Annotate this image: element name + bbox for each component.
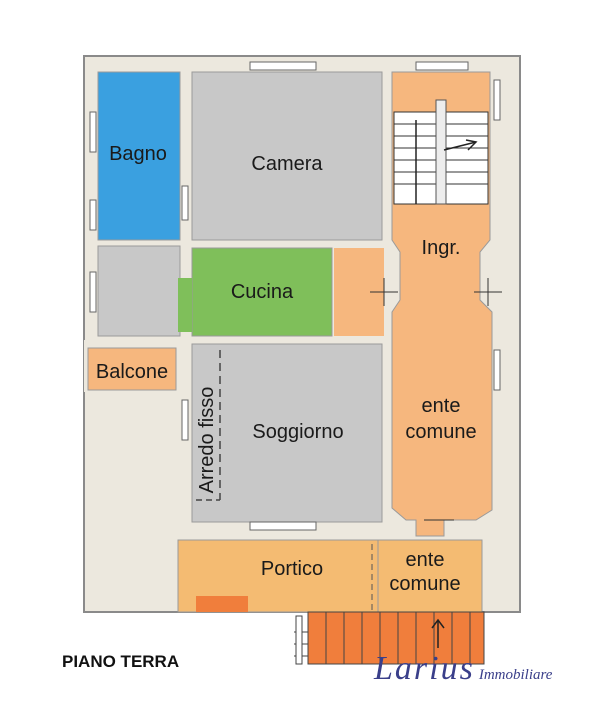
windows (89, 61, 501, 531)
label-ente-comune-2b: comune (389, 573, 460, 595)
label-arredo-fisso: Arredo fisso (196, 387, 218, 494)
label-ente-comune-1a: ente (422, 395, 461, 417)
label-ente-comune-1b: comune (405, 421, 476, 443)
label-ingresso: Ingr. (422, 237, 461, 259)
label-balcone: Balcone (96, 361, 168, 383)
label-cucina: Cucina (231, 281, 294, 303)
brand-subtitle: Immobiliare (478, 667, 553, 683)
portico-step (196, 596, 248, 612)
label-bagno: Bagno (109, 143, 167, 165)
room-cucina (191, 247, 333, 337)
room-soggiorno (191, 343, 383, 523)
room-ente-comune-portico (377, 539, 483, 613)
label-ente-comune-2a: ente (406, 549, 445, 571)
stairs-upper (393, 99, 489, 205)
room-disimpegno (97, 245, 181, 337)
room-camera (191, 71, 383, 241)
brand-name: Larius (374, 650, 475, 687)
room-balcone (87, 347, 177, 391)
label-camera: Camera (251, 153, 323, 175)
label-portico: Portico (261, 558, 323, 580)
room-bagno (97, 71, 181, 241)
stairs-lower (294, 611, 485, 665)
label-soggiorno: Soggiorno (252, 421, 343, 443)
floor-label: PIANO TERRA (62, 652, 180, 671)
cucina-door (178, 278, 192, 332)
